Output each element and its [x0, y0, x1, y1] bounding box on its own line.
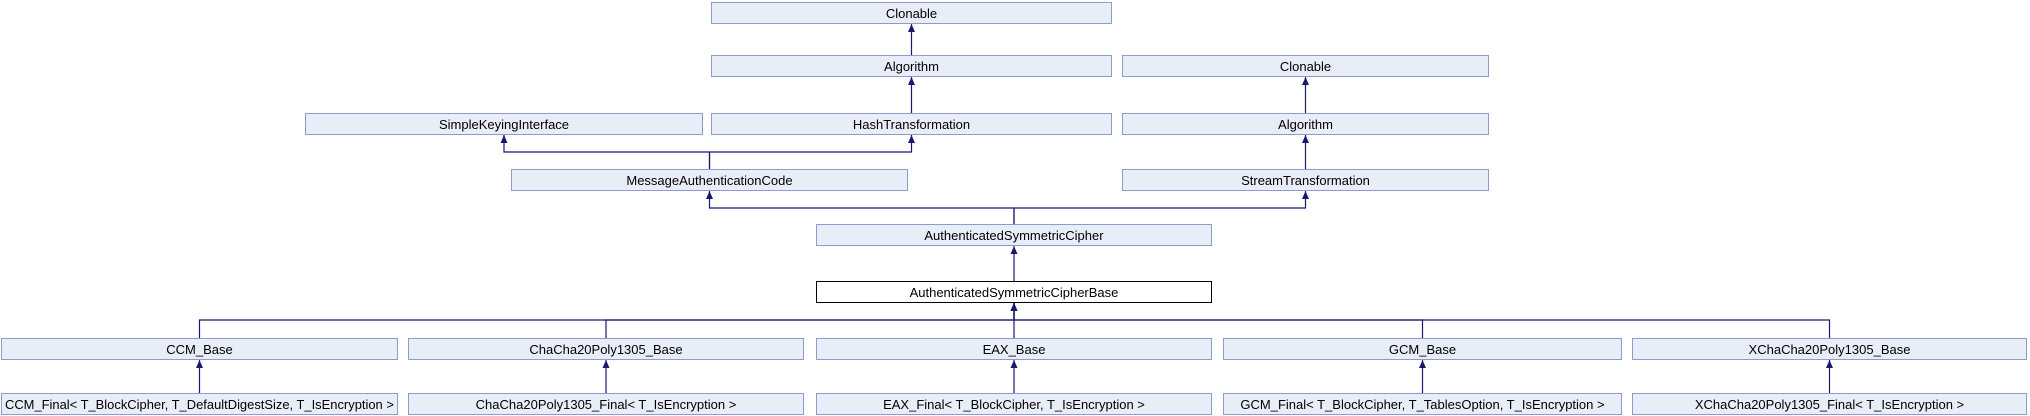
class-node-label: CCM_Final< T_BlockCipher, T_DefaultDiges… [5, 397, 394, 412]
class-node-label: Algorithm [884, 59, 939, 74]
class-node-chacha20poly1305-final[interactable]: ChaCha20Poly1305_Final< T_IsEncryption > [408, 393, 804, 415]
class-node-label: Clonable [885, 6, 938, 21]
class-node-label: ChaCha20Poly1305_Final< T_IsEncryption > [475, 397, 737, 412]
class-node-label: ChaCha20Poly1305_Base [529, 342, 683, 357]
class-node-label: EAX_Final< T_BlockCipher, T_IsEncryption… [883, 397, 1145, 412]
arrowhead-authenticated-symmetric-cipher-to-stream-transformation [1302, 191, 1309, 199]
arrowhead-xchacha20poly1305-base-to-authenticated-symmetric-cipher-base [1010, 303, 1018, 311]
edge-message-authentication-code-to-simple-keying-interface [503, 135, 711, 169]
arrowhead-stream-transformation-to-algorithm-right [1302, 135, 1309, 143]
arrowhead-gcm-final-to-gcm-base [1419, 360, 1426, 368]
arrowhead-ccm-final-to-ccm-base [196, 360, 203, 368]
arrowhead-eax-final-to-eax-base [1010, 360, 1018, 368]
class-node-ccm-final[interactable]: CCM_Final< T_BlockCipher, T_DefaultDiges… [1, 393, 398, 415]
class-node-label: Algorithm [1278, 117, 1333, 132]
class-node-label: Clonable [1279, 59, 1332, 74]
arrowhead-authenticated-symmetric-cipher-base-to-authenticated-symmetric-cipher [1010, 246, 1018, 254]
class-node-label: SimpleKeyingInterface [438, 117, 570, 132]
arrowhead-algorithm-right-to-clonable-right [1302, 77, 1309, 85]
arrowhead-hash-transformation-to-algorithm-left [908, 77, 915, 85]
arrowhead-message-authentication-code-to-hash-transformation [908, 135, 915, 143]
class-node-label: HashTransformation [852, 117, 971, 132]
class-node-authenticated-symmetric-cipher[interactable]: AuthenticatedSymmetricCipher [816, 224, 1212, 246]
class-node-gcm-final[interactable]: GCM_Final< T_BlockCipher, T_TablesOption… [1223, 393, 1622, 415]
class-node-label: EAX_Base [982, 342, 1046, 357]
class-node-xchacha20poly1305-base[interactable]: XChaCha20Poly1305_Base [1632, 338, 2027, 360]
arrowhead-chacha20poly1305-final-to-chacha20poly1305-base [602, 360, 610, 368]
class-node-chacha20poly1305-base[interactable]: ChaCha20Poly1305_Base [408, 338, 804, 360]
class-node-label: XChaCha20Poly1305_Base [1748, 342, 1911, 357]
class-node-gcm-base[interactable]: GCM_Base [1223, 338, 1622, 360]
class-node-label: StreamTransformation [1241, 173, 1370, 188]
arrowhead-algorithm-left-to-clonable-top [908, 24, 915, 32]
arrowhead-xchacha20poly1305-final-to-xchacha20poly1305-base [1826, 360, 1833, 368]
class-node-message-authentication-code[interactable]: MessageAuthenticationCode [511, 169, 908, 191]
edge-authenticated-symmetric-cipher-to-message-authentication-code [708, 191, 1015, 224]
class-node-xchacha20poly1305-final[interactable]: XChaCha20Poly1305_Final< T_IsEncryption … [1632, 393, 2027, 415]
class-node-clonable-top[interactable]: Clonable [711, 2, 1112, 24]
class-node-algorithm-left[interactable]: Algorithm [711, 55, 1112, 77]
edge-xchacha20poly1305-base-to-authenticated-symmetric-cipher-base [1013, 303, 1831, 338]
edge-message-authentication-code-to-hash-transformation [708, 135, 913, 169]
class-node-label: AuthenticatedSymmetricCipher [924, 228, 1104, 243]
class-node-clonable-right[interactable]: Clonable [1122, 55, 1489, 77]
class-node-eax-final[interactable]: EAX_Final< T_BlockCipher, T_IsEncryption… [816, 393, 1212, 415]
edge-chacha20poly1305-base-to-authenticated-symmetric-cipher-base [605, 303, 1015, 338]
class-node-label: GCM_Final< T_BlockCipher, T_TablesOption… [1240, 397, 1605, 412]
class-node-label: MessageAuthenticationCode [626, 173, 793, 188]
class-node-authenticated-symmetric-cipher-base: AuthenticatedSymmetricCipherBase [816, 281, 1212, 303]
class-node-label: GCM_Base [1388, 342, 1457, 357]
edge-authenticated-symmetric-cipher-to-stream-transformation [1013, 191, 1307, 224]
class-node-simple-keying-interface[interactable]: SimpleKeyingInterface [305, 113, 703, 135]
arrowhead-authenticated-symmetric-cipher-to-message-authentication-code [706, 191, 713, 199]
class-node-eax-base[interactable]: EAX_Base [816, 338, 1212, 360]
arrowhead-message-authentication-code-to-simple-keying-interface [500, 135, 508, 143]
class-node-label: XChaCha20Poly1305_Final< T_IsEncryption … [1694, 397, 1965, 412]
class-node-hash-transformation[interactable]: HashTransformation [711, 113, 1112, 135]
class-node-label: AuthenticatedSymmetricCipherBase [909, 285, 1119, 300]
class-node-algorithm-right[interactable]: Algorithm [1122, 113, 1489, 135]
class-node-label: CCM_Base [166, 342, 233, 357]
class-node-ccm-base[interactable]: CCM_Base [1, 338, 398, 360]
class-node-stream-transformation[interactable]: StreamTransformation [1122, 169, 1489, 191]
